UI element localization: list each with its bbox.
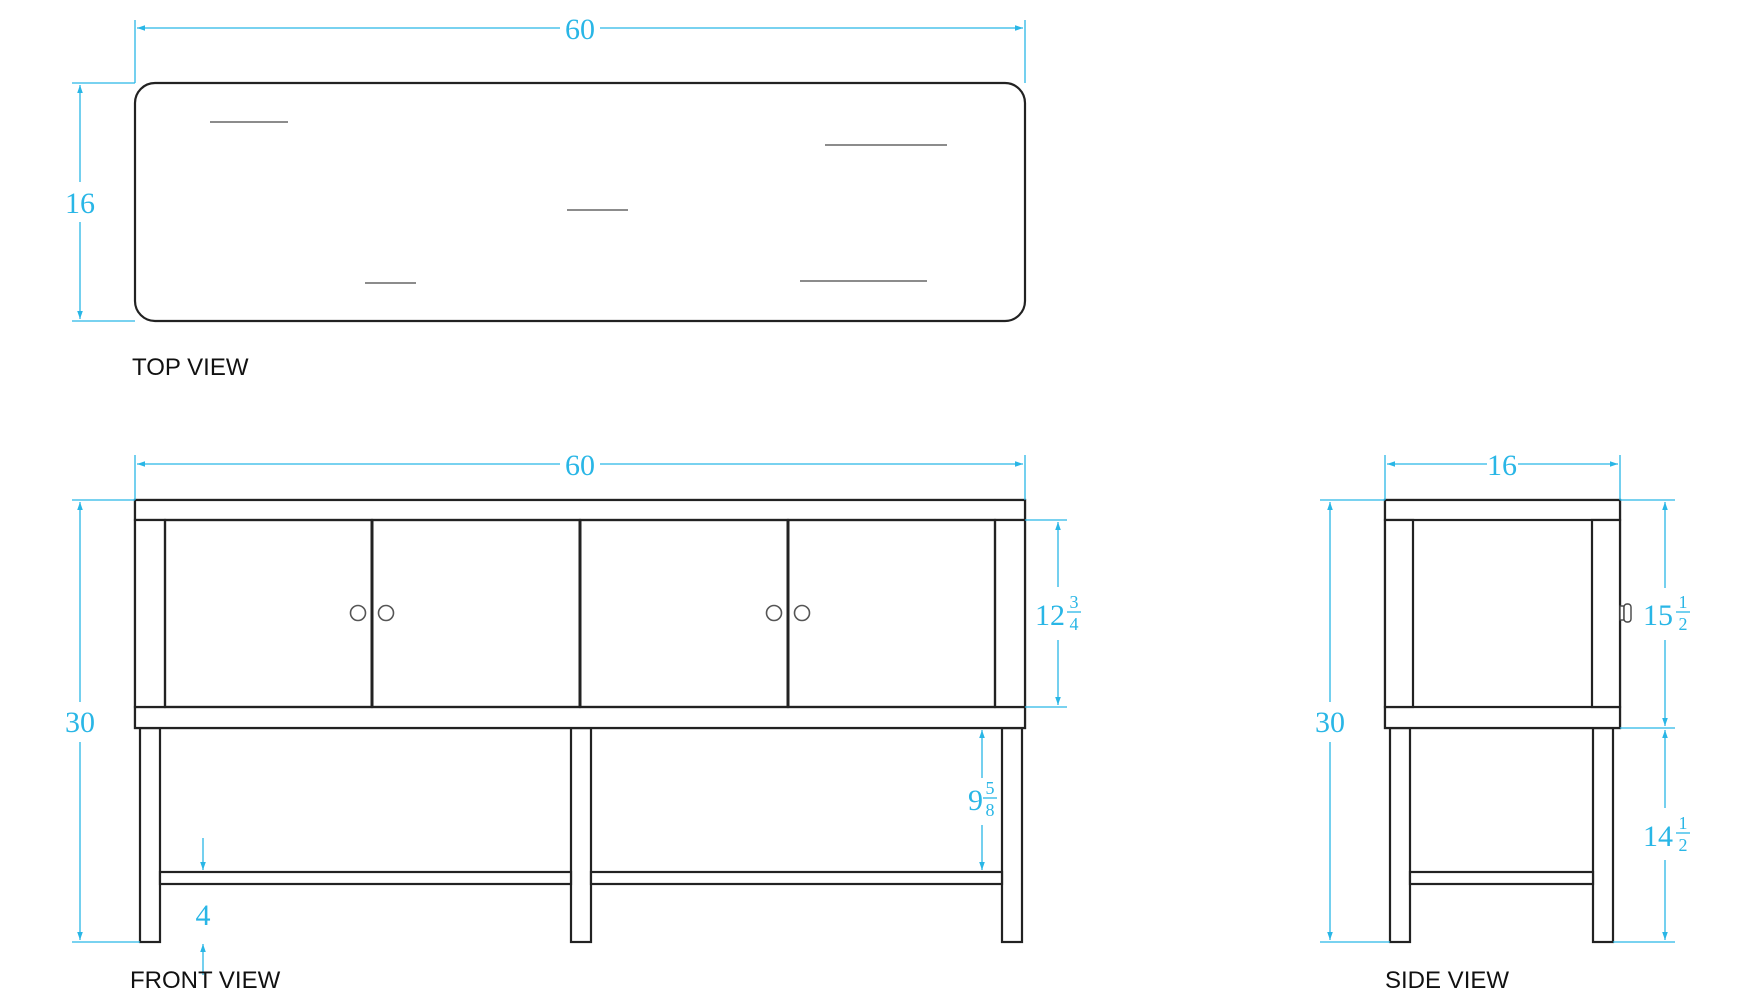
shelf-clearance-num: 5 — [986, 778, 995, 798]
side-leg-back — [1591, 726, 1615, 944]
door-height-den: 4 — [1070, 614, 1079, 634]
side-post-front — [1383, 518, 1415, 709]
front-stretcher-right — [589, 870, 1004, 886]
side-stretcher — [1408, 870, 1595, 886]
front-leg-center — [569, 726, 593, 944]
top-view: 60 16 TOP VIEW — [65, 13, 1027, 381]
front-top-panel — [133, 498, 1027, 522]
side-height-value: 30 — [1315, 706, 1345, 739]
door-knob — [349, 604, 367, 622]
top-width-dimension: 60 — [134, 13, 1026, 83]
side-leg-front — [1388, 726, 1412, 944]
front-view-label: FRONT VIEW — [130, 967, 281, 994]
side-lower-whole: 14 — [1643, 820, 1673, 853]
side-upper-num: 1 — [1679, 592, 1688, 612]
front-side-left — [133, 518, 167, 709]
side-top-panel — [1383, 498, 1622, 522]
front-bottom-rail — [133, 705, 1027, 730]
side-height-dimension: 30 — [1315, 499, 1390, 943]
side-lower-den: 2 — [1679, 835, 1688, 855]
side-lower-num: 1 — [1679, 813, 1688, 833]
front-height-dimension: 30 — [65, 499, 140, 943]
shelf-clearance-den: 8 — [986, 800, 995, 820]
top-view-outline — [133, 81, 1027, 323]
front-view: 60 30 12 3 4 9 5 8 — [65, 449, 1081, 994]
door-knob — [765, 604, 783, 622]
side-case — [1383, 498, 1622, 730]
front-side-right — [993, 518, 1027, 709]
side-width-value: 16 — [1487, 449, 1517, 482]
top-depth-value: 16 — [65, 187, 95, 220]
side-upper-den: 2 — [1679, 614, 1688, 634]
side-bottom-rail — [1383, 705, 1622, 730]
top-width-value: 60 — [565, 13, 595, 46]
stretcher-height-dimension: 4 — [196, 838, 211, 975]
front-leg-right — [1000, 726, 1024, 944]
door-height-num: 3 — [1070, 592, 1079, 612]
side-view: 16 30 15 1 2 14 1 2 SIDE VIE — [1315, 449, 1690, 994]
front-height-value: 30 — [65, 706, 95, 739]
top-depth-dimension: 16 — [65, 82, 135, 322]
side-upper-whole: 15 — [1643, 599, 1673, 632]
door-knob — [377, 604, 395, 622]
front-leg-left — [138, 726, 162, 944]
front-width-value: 60 — [565, 449, 595, 482]
shelf-clearance-dimension: 9 5 8 — [968, 730, 997, 870]
side-width-dimension: 16 — [1384, 449, 1621, 500]
side-part-heights-dimension: 15 1 2 14 1 2 — [1613, 499, 1690, 943]
side-view-label: SIDE VIEW — [1385, 967, 1509, 994]
door-knob — [793, 604, 811, 622]
top-view-label: TOP VIEW — [132, 354, 249, 381]
knob-profile-icon — [1619, 603, 1632, 623]
front-width-dimension: 60 — [134, 449, 1026, 500]
shelf-clearance-whole: 9 — [968, 784, 983, 817]
front-stretcher-left — [158, 870, 573, 886]
stretcher-height-value: 4 — [196, 899, 211, 932]
side-post-back — [1590, 518, 1622, 709]
wood-grain-lines — [210, 121, 947, 284]
door-height-whole: 12 — [1035, 599, 1065, 632]
door-height-dimension: 12 3 4 — [1025, 519, 1081, 708]
